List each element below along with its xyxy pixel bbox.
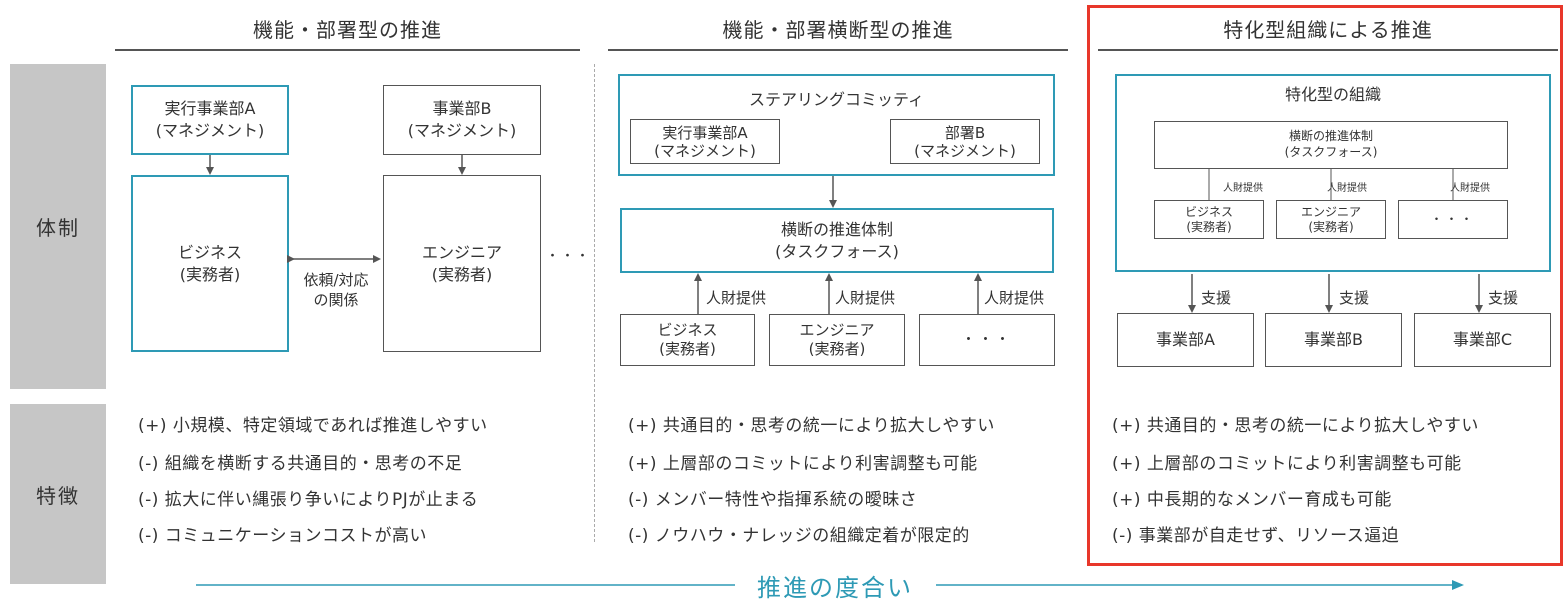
spec-dept-b-label: 事業部B [1304, 330, 1363, 350]
functional-header: 機能・部署型の推進 [253, 18, 442, 42]
spec-dept-b-box: 事業部B [1265, 313, 1402, 367]
unit-a-name: 実行事業部A [164, 99, 256, 119]
cross-more-ellipsis: ・・・ [961, 331, 1013, 348]
functional-feature-2: (-) 組織を横断する共通目的・思考の不足 [138, 454, 463, 474]
steering-committee-title: ステアリングコミッティ [748, 90, 925, 109]
row-label-features: 特徴 [10, 404, 106, 584]
engineer-name: エンジニア [421, 242, 502, 262]
cross-talent-label-1: 人財提供 [706, 289, 767, 307]
business-name: ビジネス [177, 242, 242, 262]
functional-feature-4: (-) コミュニケーションコストが高い [138, 526, 427, 546]
relation-label: 依頼/対応 の関係 [292, 270, 380, 311]
cross-taskforce-box: 横断の推進体制 (タスクフォース) [620, 208, 1054, 273]
business-box: ビジネス (実務者) [131, 175, 289, 352]
relation-label-line2: の関係 [313, 291, 359, 310]
cross-business-name: ビジネス [657, 321, 718, 340]
cross-talent-label-3: 人財提供 [984, 289, 1045, 307]
spec-taskforce-box: 横断の推進体制 (タスクフォース) [1154, 121, 1508, 169]
cross-business-box: ビジネス (実務者) [620, 314, 755, 366]
spec-talent-label-1: 人財提供 [1223, 183, 1263, 194]
unit-a-role: (マネジメント) [155, 121, 265, 140]
spec-taskforce-name: 横断の推進体制 [1288, 129, 1373, 144]
cross-dept-b-name: 部署B [944, 123, 986, 142]
functional-header-underline [115, 49, 580, 51]
functional-feature-3: (-) 拡大に伴い縄張り争いによりPJが止まる [138, 490, 479, 510]
spec-business-box: ビジネス (実務者) [1154, 200, 1264, 239]
unit-b-box: 事業部B (マネジメント) [383, 85, 541, 155]
engineer-role: (実務者) [431, 264, 493, 284]
spec-talent-label-2: 人財提供 [1327, 183, 1367, 194]
spec-talent-label-3: 人財提供 [1450, 183, 1490, 194]
cross-unit-a-box: 実行事業部A (マネジメント) [630, 119, 780, 164]
relation-label-line1: 依頼/対応 [303, 271, 369, 289]
cross-more-box: ・・・ [919, 314, 1055, 366]
unit-b-name: 事業部B [432, 99, 492, 119]
unit-a-box: 実行事業部A (マネジメント) [131, 85, 289, 155]
specialized-feature-4: (-) 事業部が自走せず、リソース逼迫 [1112, 526, 1400, 546]
progress-label: 推進の度合い [757, 574, 913, 602]
specialized-feature-2: (+) 上層部のコミットにより利害調整も可能 [1112, 454, 1462, 474]
cross-dept-b-box: 部署B (マネジメント) [890, 119, 1040, 164]
spec-dept-a-box: 事業部A [1117, 313, 1254, 367]
specialized-org-box: 特化型の組織 [1115, 74, 1551, 272]
cross-feature-3: (-) メンバー特性や指揮系統の曖昧さ [628, 490, 918, 510]
cross-feature-2: (+) 上層部のコミットにより利害調整も可能 [628, 454, 978, 474]
column-divider [594, 64, 595, 542]
spec-support-label-1: 支援 [1201, 289, 1232, 307]
cross-engineer-name: エンジニア [799, 321, 875, 340]
business-role: (実務者) [179, 264, 241, 284]
specialized-header-underline [1098, 49, 1558, 51]
cross-taskforce-name: 横断の推進体制 [780, 219, 893, 239]
cross-business-role: (実務者) [659, 340, 716, 358]
spec-engineer-role: (実務者) [1308, 219, 1354, 234]
spec-more-box: ・・・ [1398, 200, 1508, 239]
cross-feature-4: (-) ノウハウ・ナレッジの組織定着が限定的 [628, 526, 970, 546]
specialized-header: 特化型組織による推進 [1223, 18, 1433, 42]
cross-feature-1: (+) 共通目的・思考の統一により拡大しやすい [628, 416, 995, 436]
spec-dept-a-label: 事業部A [1156, 330, 1215, 350]
spec-business-name: ビジネス [1184, 204, 1233, 219]
cross-engineer-role: (実務者) [808, 340, 866, 358]
spec-dept-c-label: 事業部C [1452, 330, 1513, 350]
cross-header-underline [608, 49, 1068, 51]
cross-dept-b-role: (マネジメント) [914, 141, 1016, 160]
unit-b-role: (マネジメント) [407, 121, 517, 140]
cross-taskforce-role: (タスクフォース) [775, 241, 899, 261]
cross-header: 機能・部署横断型の推進 [722, 18, 954, 42]
cross-unit-a-name: 実行事業部A [662, 123, 748, 142]
spec-more-ellipsis: ・・・ [1430, 212, 1476, 227]
functional-feature-1: (+) 小規模、特定領域であれば推進しやすい [138, 416, 488, 436]
row-label-structure: 体制 [10, 64, 106, 389]
spec-support-label-2: 支援 [1339, 289, 1370, 307]
cross-unit-a-role: (マネジメント) [654, 141, 756, 160]
specialized-feature-3: (+) 中長期的なメンバー育成も可能 [1112, 490, 1392, 510]
functional-ellipsis: ・・・ [546, 249, 592, 264]
spec-dept-c-box: 事業部C [1414, 313, 1551, 367]
engineer-box: エンジニア (実務者) [383, 175, 541, 352]
cross-engineer-box: エンジニア (実務者) [769, 314, 905, 366]
spec-support-label-3: 支援 [1488, 289, 1519, 307]
spec-business-role: (実務者) [1186, 219, 1232, 234]
spec-engineer-name: エンジニア [1300, 204, 1361, 219]
specialized-feature-1: (+) 共通目的・思考の統一により拡大しやすい [1112, 416, 1479, 436]
spec-taskforce-role: (タスクフォース) [1284, 145, 1378, 159]
highlight-frame [1087, 5, 1563, 566]
specialized-org-title: 特化型の組織 [1284, 85, 1381, 104]
cross-talent-label-2: 人財提供 [835, 289, 896, 307]
spec-engineer-box: エンジニア (実務者) [1276, 200, 1386, 239]
